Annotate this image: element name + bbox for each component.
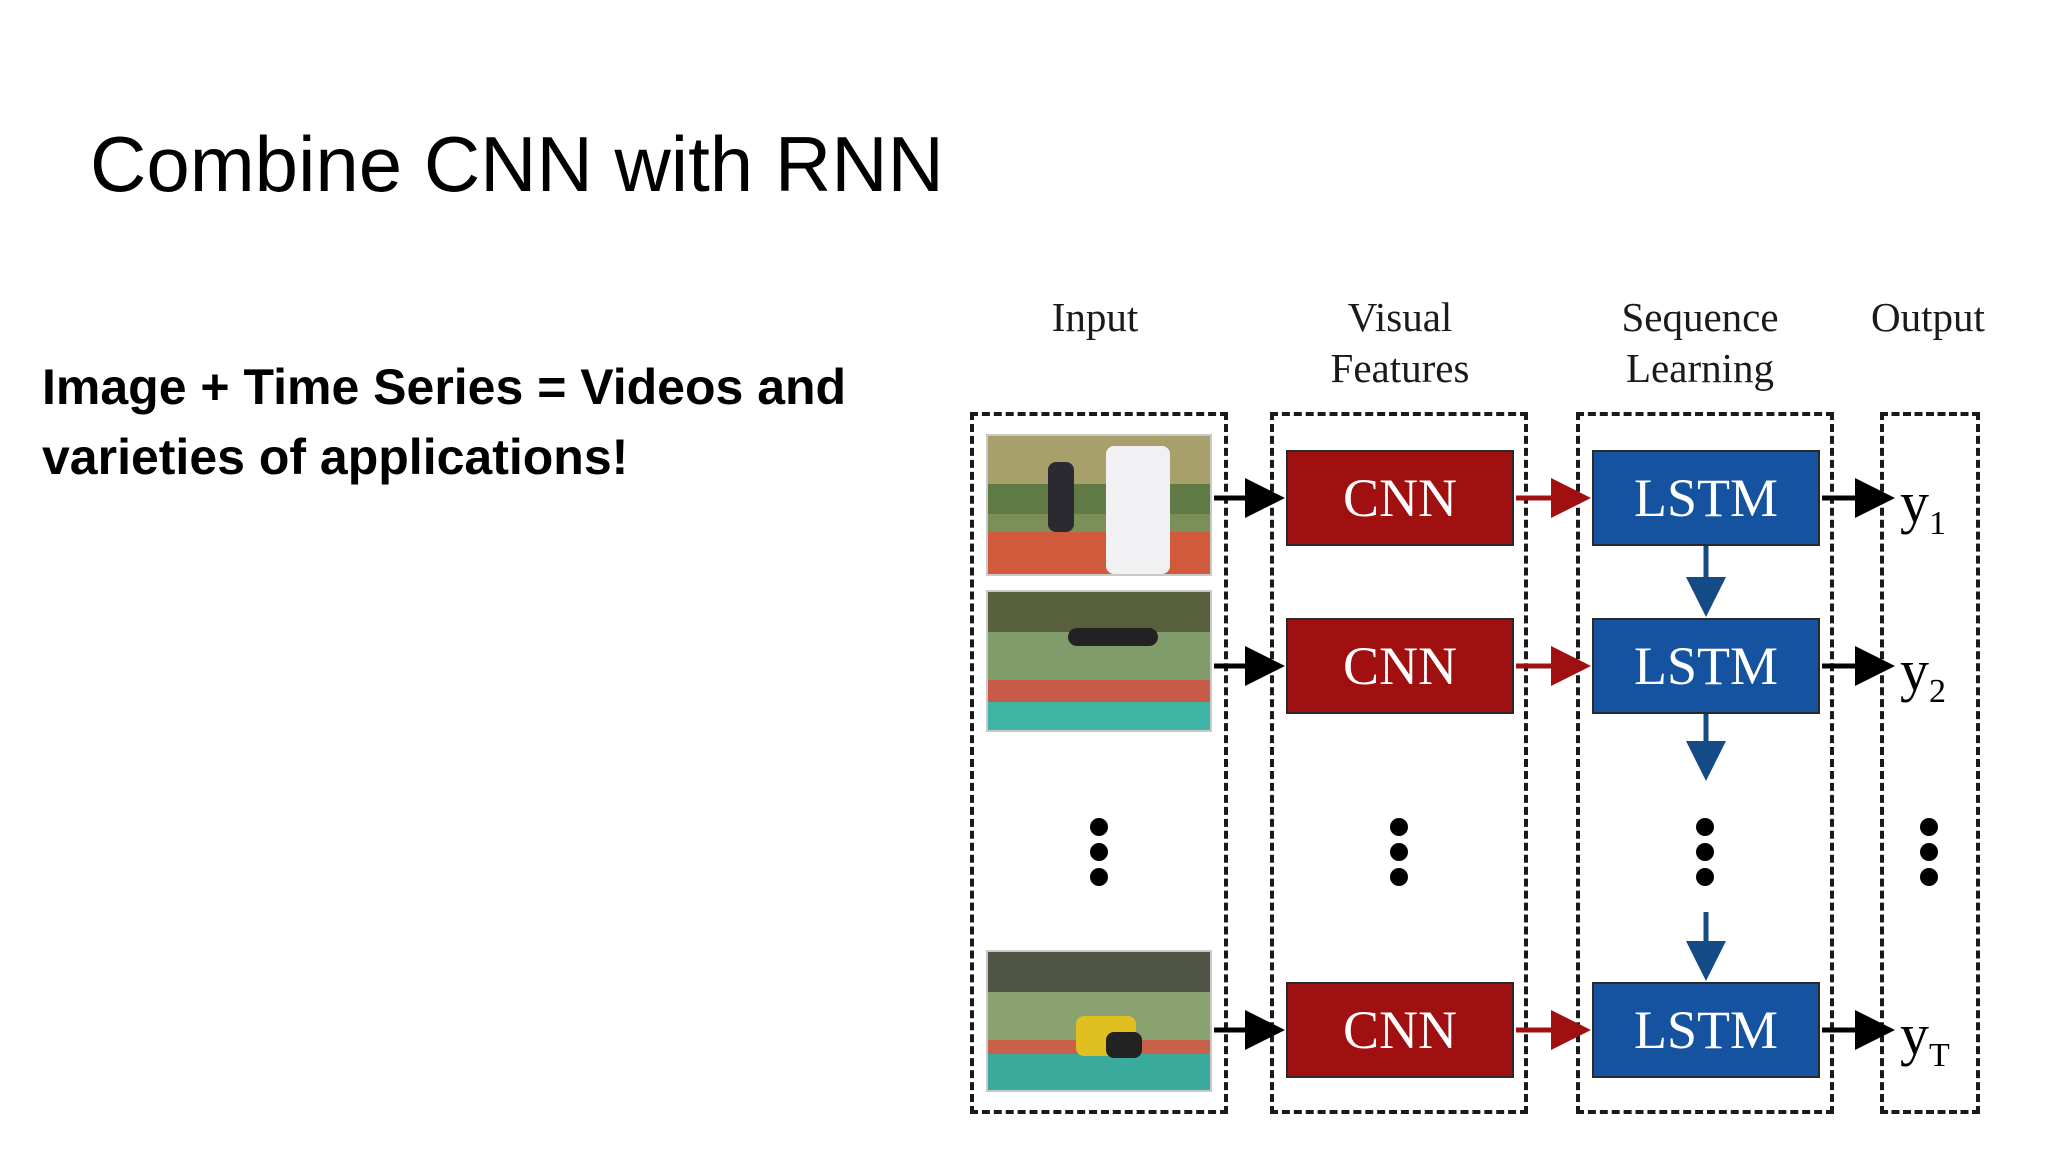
column-header-line: Output — [1871, 294, 1985, 340]
output-base: y — [1900, 470, 1929, 535]
lstm-block-2: LSTM — [1592, 618, 1820, 714]
column-header-line: Sequence — [1621, 294, 1779, 340]
input-column-box — [970, 412, 1228, 1114]
lstm-ellipsis-dots — [1696, 818, 1714, 893]
output-label-y2: y2 — [1900, 642, 1946, 709]
lstm-block-3: LSTM — [1592, 982, 1820, 1078]
column-header-sequence-learning: Sequence Learning — [1590, 292, 1810, 394]
slide-title: Combine CNN with RNN — [90, 120, 944, 208]
output-label-yt: yT — [1900, 1006, 1950, 1073]
output-column-box — [1880, 412, 1980, 1114]
output-label-y1: y1 — [1900, 474, 1946, 541]
output-ellipsis-dots — [1920, 818, 1938, 893]
output-subscript: 1 — [1929, 505, 1946, 542]
slide-subtitle: Image + Time Series = Videos and varieti… — [42, 359, 847, 485]
column-header-output: Output — [1848, 292, 2008, 343]
output-subscript: T — [1929, 1037, 1950, 1074]
output-subscript: 2 — [1929, 673, 1946, 710]
sequence-learning-column-box — [1576, 412, 1834, 1114]
column-header-input: Input — [1010, 292, 1180, 343]
column-header-line: Features — [1330, 345, 1470, 391]
output-base: y — [1900, 638, 1929, 703]
output-base: y — [1900, 1002, 1929, 1067]
column-header-line: Learning — [1626, 345, 1774, 391]
input-ellipsis-dots — [1090, 818, 1108, 893]
cnn-block-3: CNN — [1286, 982, 1514, 1078]
video-frame-1 — [986, 434, 1212, 576]
cnn-block-2: CNN — [1286, 618, 1514, 714]
cnn-block-1: CNN — [1286, 450, 1514, 546]
column-header-line: Input — [1051, 294, 1139, 340]
video-frame-2 — [986, 590, 1212, 732]
lstm-block-1: LSTM — [1592, 450, 1820, 546]
visual-features-column-box — [1270, 412, 1528, 1114]
column-header-line: Visual — [1347, 294, 1453, 340]
column-header-visual-features: Visual Features — [1290, 292, 1510, 394]
cnn-ellipsis-dots — [1390, 818, 1408, 893]
video-frame-3 — [986, 950, 1212, 1092]
